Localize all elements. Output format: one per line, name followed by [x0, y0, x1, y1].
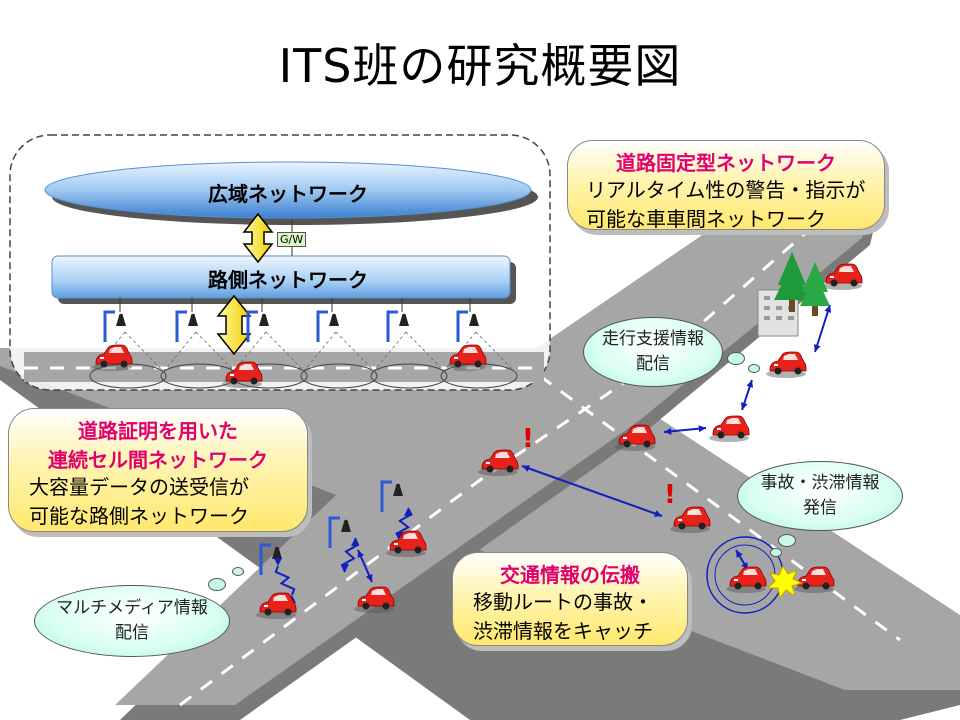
cloud-puff — [748, 364, 760, 373]
cloud-line: 配信 — [115, 623, 149, 643]
v2v-link — [740, 379, 754, 411]
callout-heading: 連続セル間ネットワーク — [48, 448, 268, 472]
car-icon — [822, 263, 863, 290]
roadside-antenna-icon — [316, 310, 339, 342]
cloud-puff — [770, 548, 782, 557]
callout-line: 渋滞情報をキャッチ — [473, 619, 653, 643]
roadside-antenna-icon — [386, 310, 409, 342]
car-icon — [446, 344, 487, 371]
roadside-network-label: 路側ネットワーク — [208, 268, 368, 292]
callout-heading: 道路固定型ネットワーク — [616, 151, 836, 175]
v2v-link — [521, 465, 663, 517]
page-title: ITS班の研究概要図 — [278, 39, 682, 93]
car-icon — [222, 361, 263, 388]
car-icon — [92, 344, 133, 371]
callout-heading: 道路証明を用いた — [78, 419, 238, 443]
car-icon — [478, 449, 519, 476]
v2v-link — [813, 304, 832, 353]
crash-spark-icon — [766, 564, 804, 600]
cloud-driving-support: 走行支援情報 配信 — [583, 317, 723, 387]
cloud-multimedia: マルチメディア情報 配信 — [34, 585, 230, 657]
tree-icon — [800, 262, 830, 316]
roadside-network — [51, 255, 511, 299]
callout-traffic-info: 交通情報の伝搬 移動ルートの事故・ 渋滞情報をキャッチ — [452, 552, 688, 646]
roadside-antenna-icon — [456, 310, 479, 342]
bidirectional-arrow-icon — [216, 294, 252, 356]
cloud-line: マルチメディア情報 — [56, 598, 208, 618]
callout-heading: 交通情報の伝搬 — [500, 563, 640, 587]
car-icon — [615, 424, 656, 451]
wireless-link — [340, 537, 360, 573]
callout-line: 大容量データの送受信が — [29, 475, 249, 499]
wide-area-network — [44, 161, 532, 219]
roadside-antenna-icon — [175, 310, 198, 342]
callout-line: リアルタイム性の警告・指示が — [586, 178, 866, 202]
cloud-line: 配信 — [636, 354, 670, 374]
wide-area-network-label: 広域ネットワーク — [208, 182, 368, 206]
v2v-link — [357, 549, 373, 583]
callout-line: 可能な車車間ネットワーク — [586, 207, 826, 231]
cloud-line: 事故・渋滞情報 — [760, 473, 880, 493]
roadside-antenna-icon — [103, 310, 126, 342]
v2v-link — [663, 425, 707, 435]
cloud-line: 走行支援情報 — [602, 329, 704, 349]
cloud-puff — [232, 567, 244, 576]
cloud-accident-info: 事故・渋滞情報 発信 — [737, 461, 903, 531]
bidirectional-arrow-icon — [242, 212, 274, 264]
cloud-line: 発信 — [803, 498, 837, 518]
callout-fixed-road-network: 道路固定型ネットワーク リアルタイム性の警告・指示が 可能な車車間ネットワーク — [567, 140, 885, 231]
roadside-antenna-icon — [328, 516, 351, 548]
tree-icon — [774, 252, 810, 312]
cloud-puff — [727, 352, 745, 365]
car-icon — [766, 351, 807, 378]
cloud-puff — [208, 578, 226, 591]
roadside-antenna-icon — [246, 310, 269, 342]
cloud-puff — [778, 534, 796, 547]
car-icon — [354, 586, 395, 613]
car-icon — [726, 566, 767, 593]
callout-cell-network: 道路証明を用いた 連続セル間ネットワーク 大容量データの送受信が 可能な路側ネッ… — [8, 408, 308, 532]
warning-mark: ! — [522, 424, 534, 454]
car-icon — [256, 592, 297, 619]
gateway-label: G/W — [277, 232, 307, 247]
car-icon — [670, 506, 711, 533]
warning-mark: ! — [664, 480, 676, 510]
car-icon — [386, 530, 427, 557]
car-icon — [709, 415, 750, 442]
roadside-antenna-icon — [380, 480, 403, 512]
callout-line: 移動ルートの事故・ — [473, 590, 653, 614]
roadside-antenna-icon — [259, 543, 282, 575]
car-icon — [794, 566, 835, 593]
callout-line: 可能な路側ネットワーク — [29, 504, 249, 528]
